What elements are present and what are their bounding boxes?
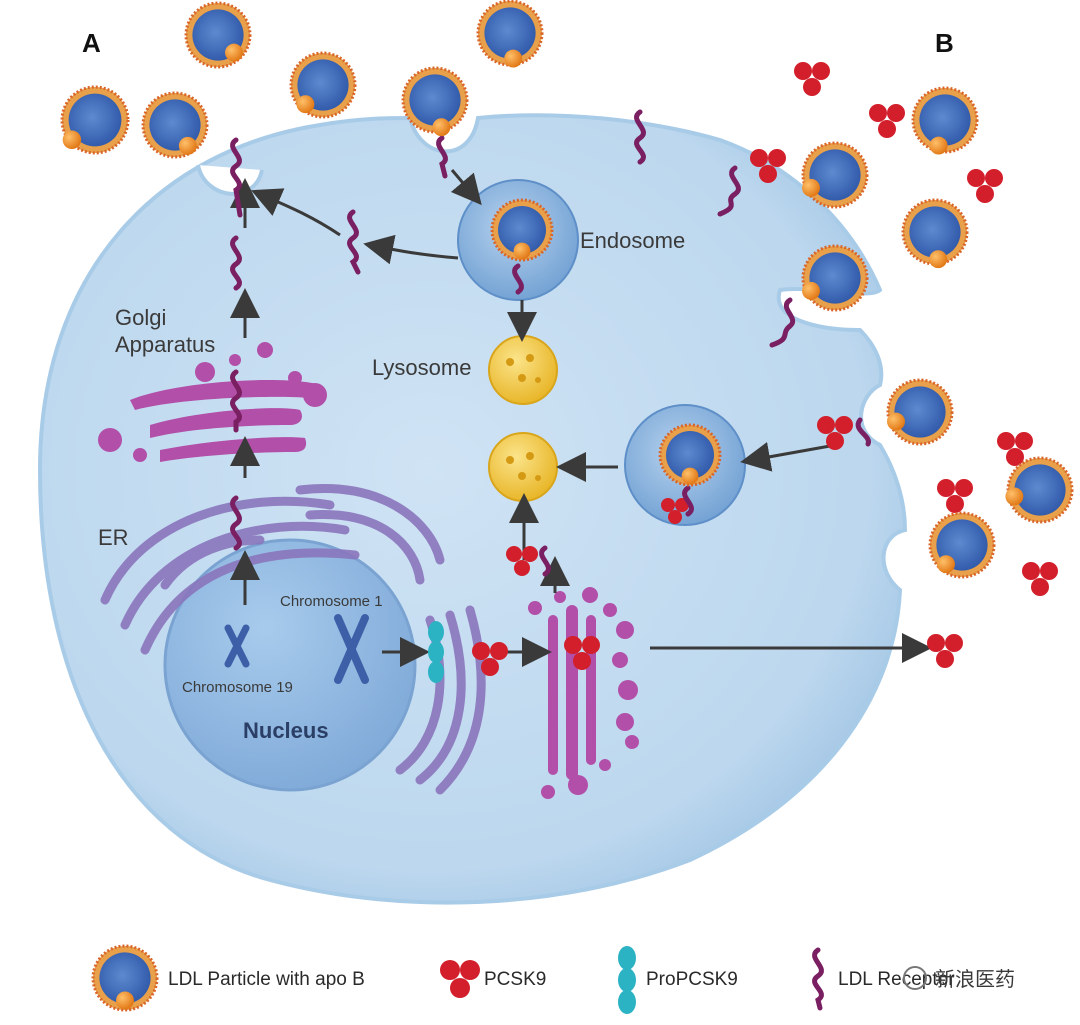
er-label: ER	[98, 525, 129, 550]
panel-label-b: B	[935, 28, 954, 58]
golgi-label-line1: Golgi	[115, 305, 166, 330]
ldl-receptor-icon	[769, 297, 796, 348]
pcsk9-icon	[927, 634, 963, 668]
golgi-label-line2: Apparatus	[115, 332, 215, 357]
ldl-receptor-icon	[230, 235, 242, 291]
pcsk9-icon	[817, 416, 853, 450]
nucleus-label: Nucleus	[243, 718, 329, 743]
legend-label-propcsk9: ProPCSK9	[646, 969, 738, 990]
legend: LDL Particle with apo B PCSK9 ProPCSK9 L…	[91, 944, 955, 1014]
chromosome-1-icon	[334, 614, 369, 684]
pcsk9-icon	[997, 432, 1033, 466]
ldl-receptor-icon	[717, 165, 741, 217]
pcsk9-icon	[869, 104, 905, 138]
ldl-particle-icon	[928, 511, 996, 579]
pcsk9-icon	[564, 636, 600, 670]
ldl-particle-icon	[801, 141, 869, 209]
propcsk9-icon	[618, 946, 636, 1014]
ldl-particles	[60, 0, 1074, 579]
ldl-particle-icon	[801, 244, 869, 312]
pcsk9-icon	[661, 498, 689, 524]
pcsk9-icon	[750, 149, 786, 183]
pcsk9-icon	[937, 479, 973, 513]
endosome-label: Endosome	[580, 228, 685, 253]
ldl-receptor-icon	[634, 109, 646, 165]
pcsk9-icon	[440, 960, 480, 998]
ldl-particle-icon	[1005, 456, 1074, 524]
ldl-particle-icon	[901, 198, 969, 269]
lysosome-label: Lysosome	[372, 355, 471, 380]
ldl-receptor-icon	[682, 485, 694, 517]
watermark-text: 新浪医药	[935, 968, 1015, 991]
ldl-receptor-icon	[230, 369, 242, 433]
ldl-receptor-icon	[812, 947, 824, 1011]
ldl-receptor-icon	[347, 209, 361, 275]
lysosome-upper	[488, 335, 558, 405]
ldl-particle-icon	[476, 0, 544, 68]
chromosome-19-icon	[224, 624, 250, 668]
ldl-particle-icon	[141, 91, 209, 159]
ldl-particle-icon	[184, 1, 252, 69]
ldl-receptor-icon	[539, 545, 551, 577]
chromosome-19-label: Chromosome 19	[182, 679, 293, 696]
ldl-particle-icon	[91, 944, 159, 1012]
ldl-particle-icon	[658, 423, 722, 487]
ldl-particle-icon	[91, 944, 159, 1012]
ldl-particle-icon	[886, 378, 954, 446]
ldl-receptor-icon	[855, 417, 871, 447]
lysosome-lower	[488, 432, 558, 502]
chromosome-1-label: Chromosome 1	[280, 593, 383, 610]
pcsk9-icon	[794, 62, 830, 96]
ldl-receptor-icon	[512, 263, 524, 295]
ldl-receptor-icon	[230, 495, 242, 551]
panel-label-a: A	[82, 28, 101, 58]
propcsk9-icon	[428, 621, 444, 683]
pathway-arrows	[230, 169, 932, 667]
wechat-icon	[903, 966, 927, 990]
ldl-particle-icon	[911, 86, 979, 155]
er-membranes	[100, 484, 486, 795]
pcsk9-icon	[506, 546, 538, 576]
pcsk9-icon	[1022, 562, 1058, 596]
ldl-particle-icon	[401, 66, 469, 137]
pcsk9-icon	[472, 642, 508, 676]
pcsk9-icon	[967, 169, 1003, 203]
ldl-particle-icon	[60, 85, 130, 155]
golgi-apparatus-left	[98, 342, 327, 462]
ldl-receptor-icon	[230, 137, 243, 218]
legend-label-pcsk9: PCSK9	[484, 969, 546, 990]
ldl-particle-icon	[289, 51, 357, 119]
ldl-particle-icon	[490, 198, 554, 262]
legend-label-ldl-particle: LDL Particle with apo B	[168, 969, 365, 990]
watermark: 新浪医药	[903, 966, 1015, 991]
ldl-receptor-icon	[436, 135, 448, 179]
